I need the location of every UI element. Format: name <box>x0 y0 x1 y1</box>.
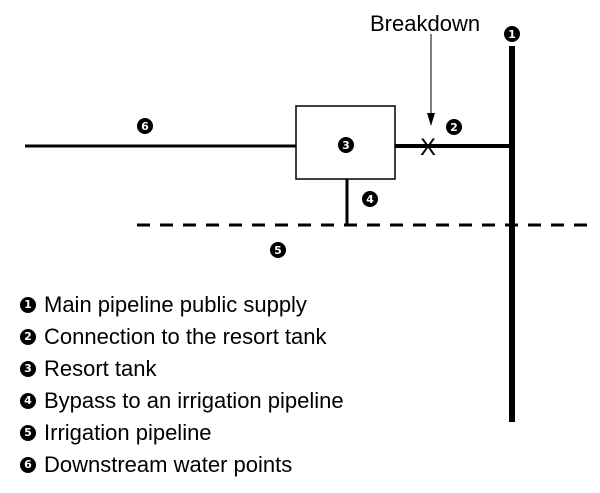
legend-label: Connection to the resort tank <box>44 324 327 349</box>
legend-label: Irrigation pipeline <box>44 420 212 445</box>
marker-badge-6: 6 <box>137 118 153 134</box>
marker-badge-1: 1 <box>504 26 520 42</box>
legend-item-resort-tank: 3 Resort tank <box>20 353 344 385</box>
breakdown-label: Breakdown <box>370 11 480 36</box>
svg-text:4: 4 <box>366 193 374 206</box>
svg-text:6: 6 <box>141 120 149 133</box>
legend-label: Resort tank <box>44 356 157 381</box>
legend-item-irrigation: 5 Irrigation pipeline <box>20 417 344 449</box>
marker-badge-2: 2 <box>446 119 462 135</box>
svg-text:1: 1 <box>508 28 516 41</box>
svg-text:3: 3 <box>342 139 350 152</box>
legend-label: Main pipeline public supply <box>44 292 307 317</box>
legend-label: Downstream water points <box>44 452 293 477</box>
legend-number-badge: 3 <box>20 361 36 377</box>
breakdown-x-marker: X <box>420 134 436 161</box>
legend-number-badge: 4 <box>20 393 36 409</box>
legend-item-downstream: 6 Downstream water points <box>20 449 344 481</box>
marker-badge-4: 4 <box>362 191 378 207</box>
legend-item-connection: 2 Connection to the resort tank <box>20 321 344 353</box>
legend: 1 Main pipeline public supply 2 Connecti… <box>20 289 344 481</box>
marker-badge-3: 3 <box>338 137 354 153</box>
legend-number-badge: 1 <box>20 297 36 313</box>
legend-number-badge: 2 <box>20 329 36 345</box>
legend-item-main-pipeline: 1 Main pipeline public supply <box>20 289 344 321</box>
legend-number-badge: 5 <box>20 425 36 441</box>
legend-number-badge: 6 <box>20 457 36 473</box>
legend-item-bypass: 4 Bypass to an irrigation pipeline <box>20 385 344 417</box>
svg-text:5: 5 <box>274 244 282 257</box>
svg-text:2: 2 <box>450 121 458 134</box>
legend-label: Bypass to an irrigation pipeline <box>44 388 344 413</box>
breakdown-arrow-head <box>427 113 435 126</box>
marker-badge-5: 5 <box>270 242 286 258</box>
